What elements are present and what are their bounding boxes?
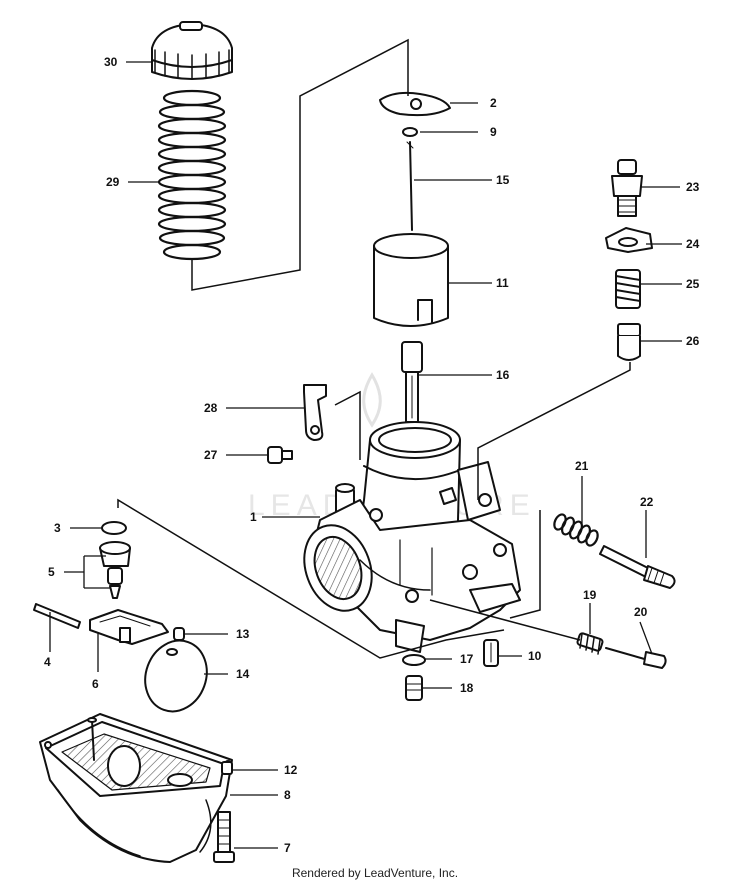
label-9: 9 [490,125,497,139]
label-5: 5 [48,565,55,579]
label-7: 7 [284,841,291,855]
label-12: 12 [284,763,298,777]
assembly-lines [117,38,631,659]
label-29: 29 [106,175,120,189]
part-21-spring [553,513,599,547]
part-11-throttle-slide [373,233,449,327]
label-15: 15 [496,173,510,187]
label-21: 21 [575,459,589,473]
label-28: 28 [204,401,218,415]
label-20: 20 [634,605,648,619]
label-10: 10 [528,649,542,663]
part-27-screw [267,446,293,464]
part-20-pilot-screw [605,647,667,669]
label-19: 19 [583,588,597,602]
label-23: 23 [686,180,700,194]
part-13-needle [173,627,185,641]
label-22: 22 [640,495,654,509]
part-18-main-jet [405,675,423,701]
label-17: 17 [460,652,474,666]
part-6-float-arm [89,609,169,645]
part-1-carburetor-body [303,421,521,653]
label-6: 6 [92,677,99,691]
part-29-spring [157,89,227,261]
part-23-fitting [611,159,643,217]
label-26: 26 [686,334,700,348]
label-27: 27 [204,448,218,462]
part-25-spring [615,269,641,309]
label-2: 2 [490,96,497,110]
part-24-gasket [605,227,653,253]
label-13: 13 [236,627,250,641]
footer-credit: Rendered by LeadVenture, Inc. [291,866,459,880]
part-26-plunger [617,323,641,361]
label-25: 25 [686,277,700,291]
part-16-needle-jet [401,341,423,423]
part-labels: 30 29 2 9 15 11 16 28 27 23 24 25 26 1 2… [44,55,700,855]
label-3: 3 [54,521,61,535]
label-16: 16 [496,368,510,382]
leader-lines [49,61,682,849]
part-9-clip [402,127,418,137]
part-3-o-ring [101,521,127,535]
label-14: 14 [236,667,250,681]
part-30-cap [151,21,233,80]
part-2-clip-plate [379,91,451,117]
part-22-adjusting-screw [599,545,676,589]
part-8-float-bowl [39,713,233,863]
part-17-washer [402,654,426,666]
part-10-jet [483,639,499,667]
part-19-spring [576,632,604,655]
part-4-pin [33,603,81,629]
label-24: 24 [686,237,700,251]
part-7-screw [213,811,235,863]
part-14-float [144,639,208,713]
part-15-needle [406,141,414,231]
label-11: 11 [496,276,509,290]
part-5-float-valve [99,541,131,599]
label-4: 4 [44,655,51,669]
label-18: 18 [460,681,474,695]
label-8: 8 [284,788,291,802]
part-28-bracket [303,384,327,441]
label-30: 30 [104,55,118,69]
label-1: 1 [250,510,257,524]
part-12-screw [221,761,233,775]
